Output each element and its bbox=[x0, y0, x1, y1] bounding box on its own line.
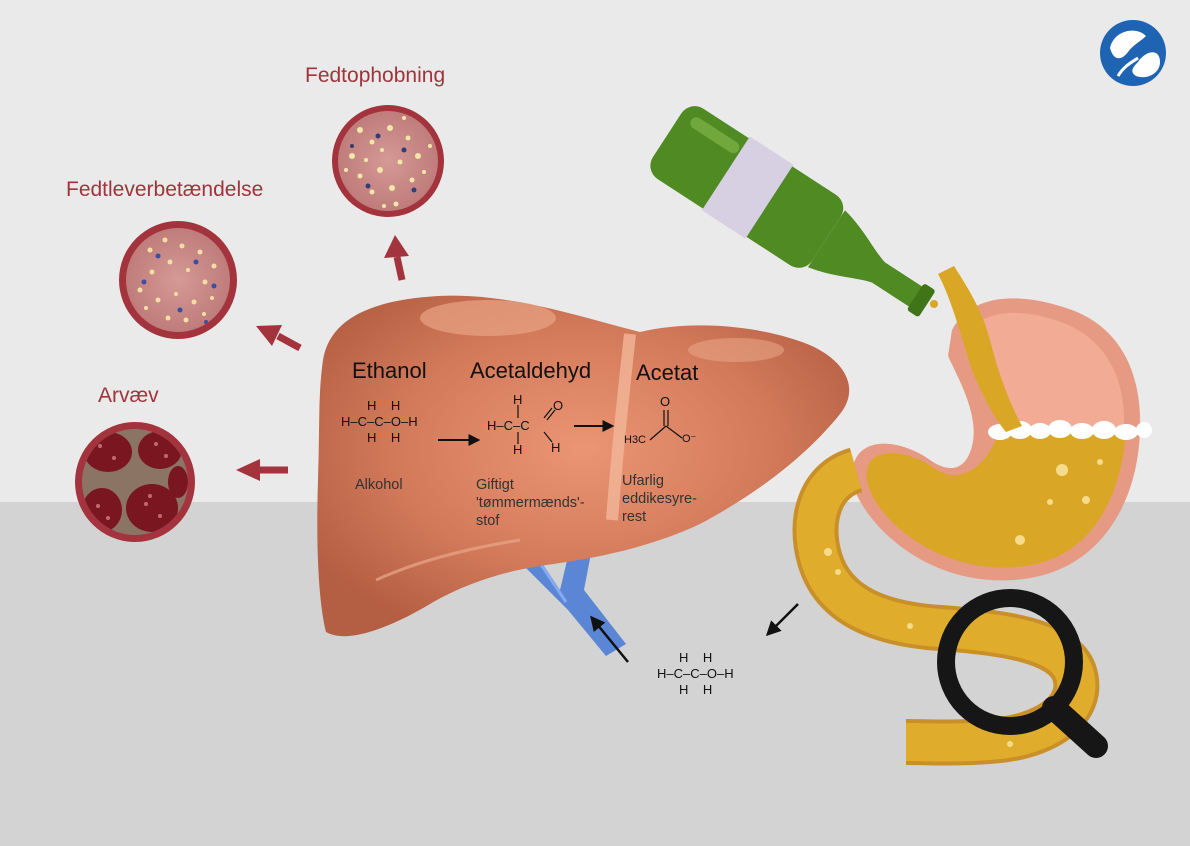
ethanol-caption: Alkohol bbox=[355, 477, 403, 493]
beer-bubbles bbox=[824, 459, 1103, 747]
acetaldehyde-structure bbox=[517, 405, 556, 444]
ethanol-title: Ethanol bbox=[352, 358, 427, 383]
ethanol-formula-blood: H H H–C–C–O–H H H bbox=[657, 650, 734, 697]
red-arrow-upleft bbox=[256, 325, 302, 352]
magnifier-icon bbox=[937, 589, 1108, 758]
acetate-title: Acetat bbox=[636, 360, 699, 385]
fat-accumulation-tissue-circle bbox=[332, 105, 444, 217]
beer-drop bbox=[930, 300, 938, 308]
arrow-vein-to-liver bbox=[590, 615, 629, 663]
liver bbox=[317, 295, 850, 637]
liver-stomach-logo-icon bbox=[1100, 20, 1166, 86]
acetate-oxygen: O bbox=[660, 394, 671, 409]
fatty-liver-inflammation-tissue-circle bbox=[119, 221, 237, 339]
bottle bbox=[650, 106, 935, 317]
fat-accumulation-label: Fedtophobning bbox=[305, 64, 446, 87]
red-arrow-left bbox=[236, 459, 288, 481]
acetaldehyde-top-h: H bbox=[513, 392, 523, 407]
acetate-methyl: H3C bbox=[624, 434, 647, 446]
acetate-caption: Ufarlig eddikesyre-rest bbox=[622, 473, 697, 525]
beer-stream bbox=[938, 266, 1022, 432]
ethanol-formula: H H H–C–C–O–H H H bbox=[341, 398, 418, 445]
acetaldehyde-bottom-h: H bbox=[513, 442, 523, 457]
scar-tissue-label: Arvæv bbox=[98, 384, 159, 407]
arrow-stomach-to-blood bbox=[765, 603, 799, 637]
acetaldehyde-caption: Giftigt 'tømmermænds'-stof bbox=[476, 477, 585, 529]
acetate-structure bbox=[649, 410, 683, 441]
acetaldehyde-row: H–C–C bbox=[487, 418, 530, 433]
scar-tissue-circle bbox=[75, 422, 195, 542]
red-arrow-up bbox=[384, 235, 409, 281]
acetaldehyde-aldehyde-h: H bbox=[551, 440, 561, 455]
acetaldehyde-title: Acetaldehyd bbox=[470, 358, 592, 383]
acetate-oxygen-ion: O⁻ bbox=[682, 433, 697, 445]
acetaldehyde-oxygen: O bbox=[553, 398, 564, 413]
fatty-liver-inflammation-label: Fedtleverbetændelse bbox=[66, 178, 264, 201]
intestine bbox=[792, 447, 1100, 766]
